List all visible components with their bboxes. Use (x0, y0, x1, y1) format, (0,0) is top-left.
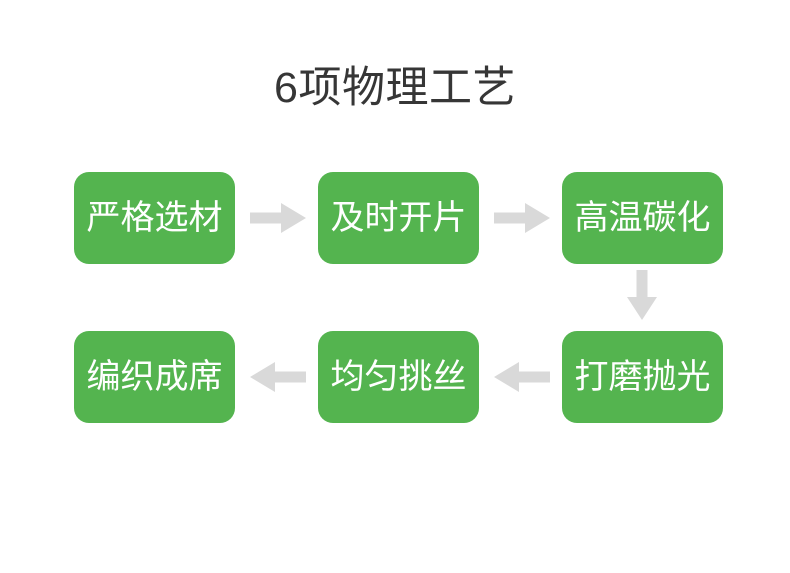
page-title: 6项物理工艺 (274, 64, 516, 112)
arrow-down-icon (627, 270, 657, 320)
process-step-2[interactable]: 及时开片 (318, 172, 479, 264)
process-step-2-label: 及时开片 (330, 199, 467, 237)
arrow-right-icon-1 (250, 203, 306, 233)
process-step-6-label: 编织成席 (86, 358, 223, 396)
arrow-left-icon-1 (494, 362, 550, 392)
arrow-right-icon-2 (494, 203, 550, 233)
arrow-left-icon-2 (250, 362, 306, 392)
process-step-5-label: 均匀挑丝 (330, 358, 467, 396)
process-step-3-label: 高温碳化 (574, 199, 711, 237)
process-step-6[interactable]: 编织成席 (74, 331, 235, 423)
process-step-5[interactable]: 均匀挑丝 (318, 331, 479, 423)
process-step-1-label: 严格选材 (86, 199, 223, 237)
process-step-4-label: 打磨抛光 (574, 358, 711, 396)
process-step-3[interactable]: 高温碳化 (562, 172, 723, 264)
process-step-4[interactable]: 打磨抛光 (562, 331, 723, 423)
process-step-1[interactable]: 严格选材 (74, 172, 235, 264)
